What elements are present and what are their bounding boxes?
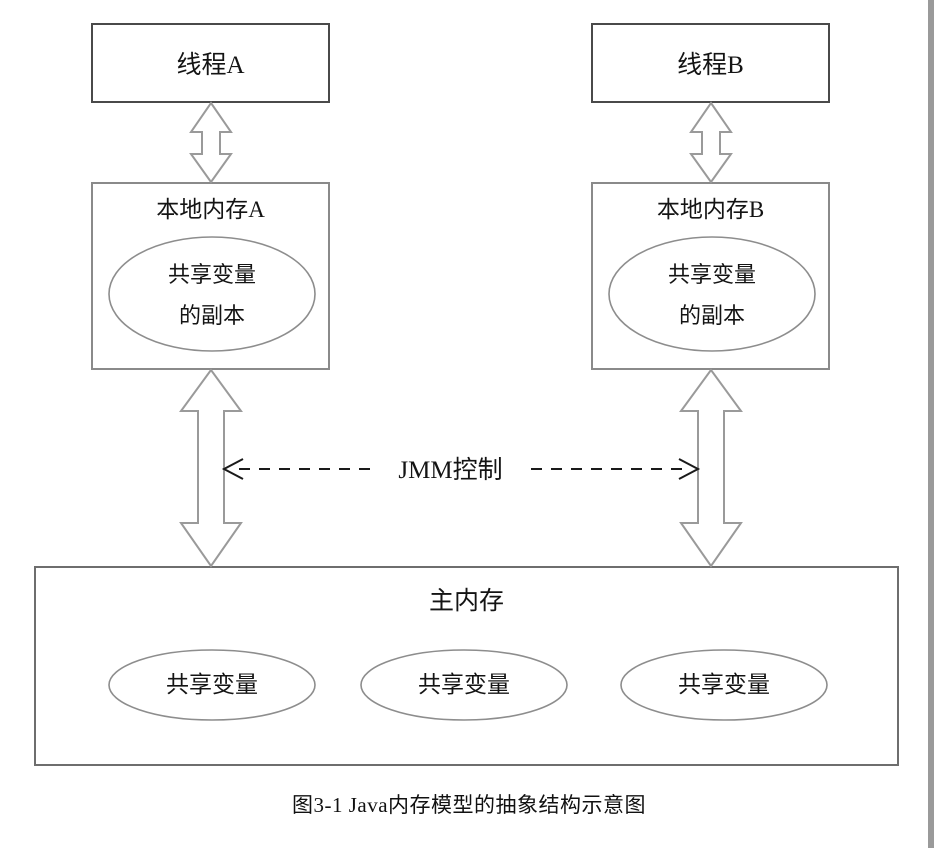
local-memory-b-label: 本地内存B <box>656 197 765 222</box>
block-arrow-thread-b-to-local-memory-b <box>689 101 733 184</box>
shared-variable-label-1: 共享变量 <box>166 672 258 697</box>
thread-a-label: 线程A <box>176 52 245 79</box>
block-arrow-local-memory-a-to-main-memory <box>179 368 243 568</box>
thread-b-label: 线程B <box>677 52 744 79</box>
shared-variable-label-3: 共享变量 <box>678 672 770 697</box>
shared-variable-ellipse-2 <box>360 649 568 721</box>
thread-b-box <box>591 23 830 103</box>
main-memory-label: 主内存 <box>428 588 504 615</box>
jmm-control-label: JMM控制 <box>398 457 503 484</box>
shared-variable-copy-line2-b: 的副本 <box>678 303 745 328</box>
jmm-arrowhead-left-icon <box>221 458 244 480</box>
block-arrow-local-memory-b-to-main-memory <box>679 368 743 568</box>
thread-a-box <box>91 23 330 103</box>
shared-variable-copy-line1-a: 共享变量 <box>167 262 256 287</box>
shared-variable-copy-line2-a: 的副本 <box>178 303 245 328</box>
shared-variable-ellipse-3 <box>620 649 828 721</box>
page-edge-artifact <box>928 0 934 848</box>
jmm-arrowhead-right-icon <box>678 458 701 480</box>
shared-variable-label-2: 共享变量 <box>418 672 510 697</box>
shared-variable-copy-line1-b: 共享变量 <box>667 262 756 287</box>
local-memory-a-label: 本地内存A <box>156 197 265 222</box>
shared-variable-ellipse-1 <box>108 649 316 721</box>
shared-variable-copy-ellipse-a <box>108 236 316 352</box>
block-arrow-thread-a-to-local-memory-a <box>189 101 233 184</box>
figure-caption: 图3-1 Java内存模型的抽象结构示意图 <box>291 793 647 817</box>
shared-variable-copy-ellipse-b <box>608 236 816 352</box>
